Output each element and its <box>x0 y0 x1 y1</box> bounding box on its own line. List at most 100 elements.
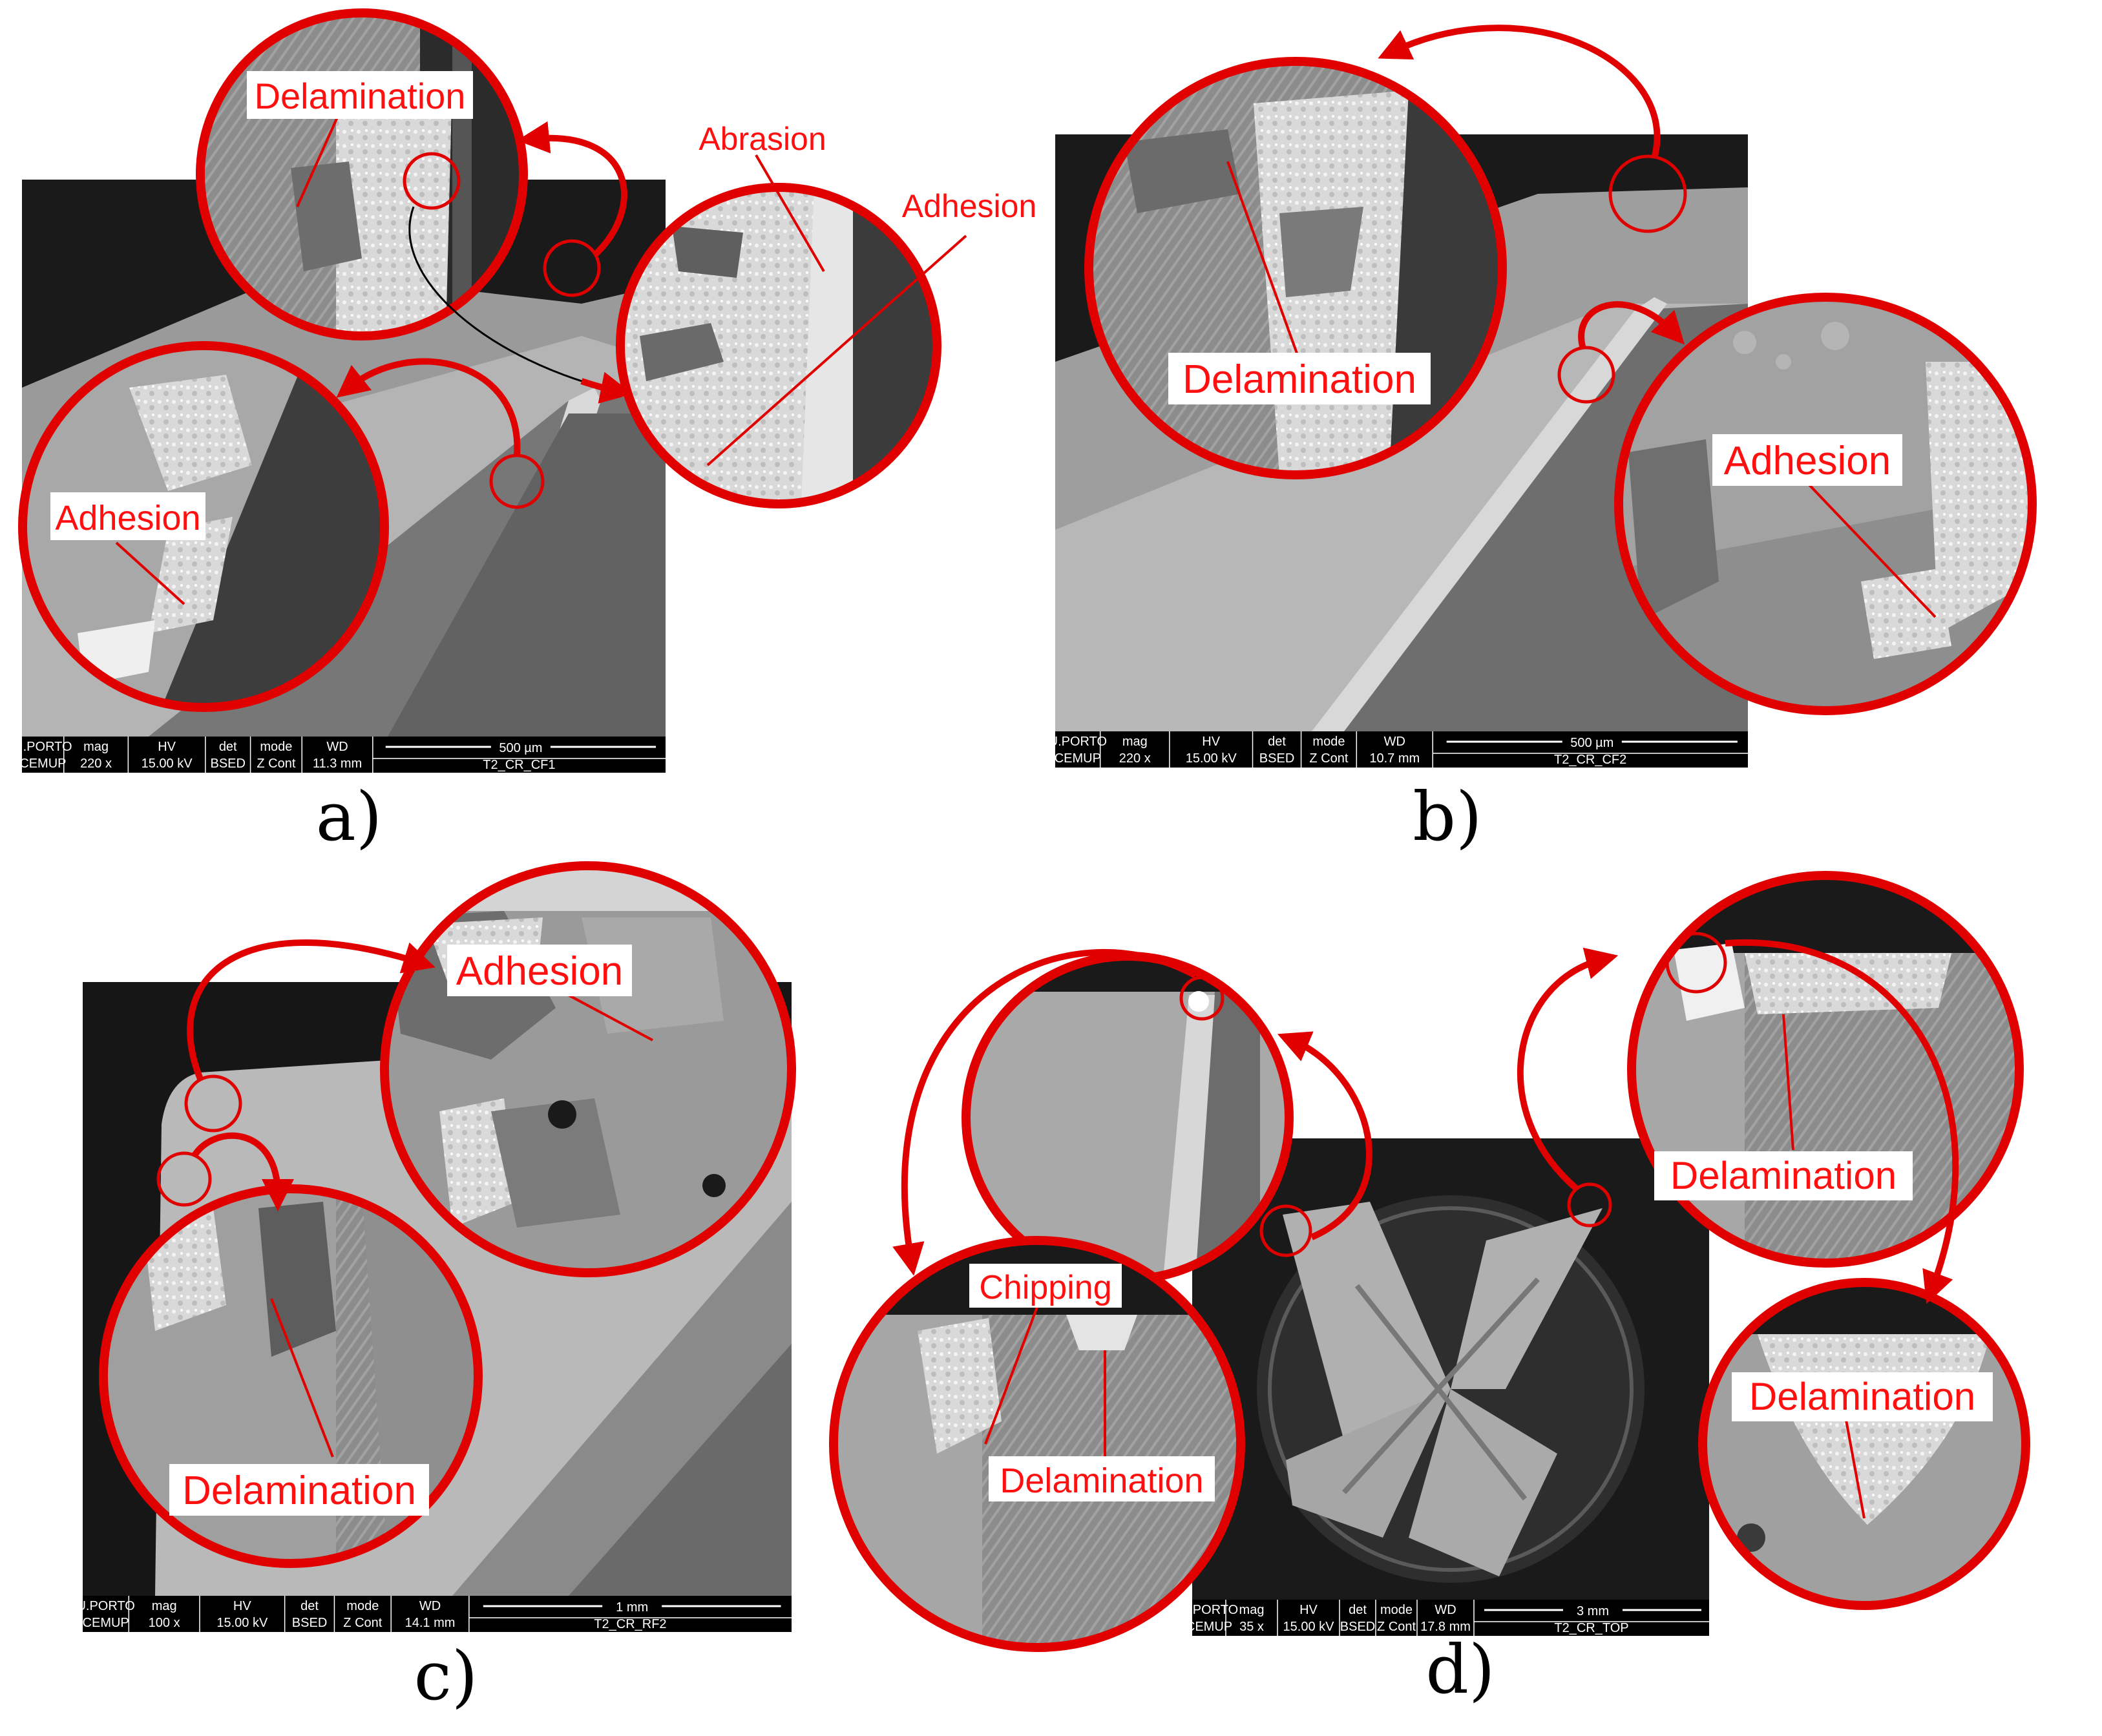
info-bar-header: mode <box>1312 735 1345 749</box>
scale-label-bg <box>490 739 551 755</box>
info-bar-header: det <box>1349 1603 1367 1617</box>
info-bar-value: BSED <box>1259 751 1294 766</box>
arrow-d1 <box>1277 1031 1372 1240</box>
label-box-a-adhesion-left <box>50 492 205 540</box>
info-bar-value: 11.3 mm <box>313 757 362 771</box>
info-bar-bg <box>1055 731 1748 768</box>
info-bar-header: mag <box>1239 1603 1265 1617</box>
info-bar-value: Z Cont <box>1377 1620 1416 1634</box>
label-box-c-adhesion <box>447 945 632 996</box>
source-mark-c2 <box>156 1151 212 1207</box>
inset-b-adhesion <box>1614 293 2037 715</box>
source-mark-d1 <box>1259 1204 1312 1257</box>
leader-b-adhesion <box>1802 477 1937 618</box>
info-bar-value: 220 x <box>80 757 112 771</box>
info-bar-value: 15.00 kV <box>1283 1620 1335 1634</box>
info-bar-header: mode <box>1380 1603 1413 1617</box>
info-bar-bg <box>83 1596 792 1632</box>
scale-label: 500 µm <box>499 741 542 755</box>
annotation-a-abrasion: Abrasion <box>699 121 826 157</box>
inset-d-bottom-right <box>1698 1278 2030 1610</box>
arrow-b1 <box>1378 25 1661 160</box>
source-mark-d2 <box>1567 1182 1612 1228</box>
info-bar-value: Z Cont <box>1309 751 1348 766</box>
source-mark-d4 <box>1665 932 1727 994</box>
panel-label-b: b) <box>1413 777 1482 856</box>
info-bar-header: mode <box>260 740 292 754</box>
inset-a-abrasion-adhesion <box>616 183 941 508</box>
arrow-d2 <box>892 948 1197 1276</box>
inset-c-adhesion <box>380 861 796 1277</box>
arrow-a3 <box>336 358 521 456</box>
annotation-a-delamination: Delamination <box>255 76 466 116</box>
label-box-d-delamination-topright <box>1654 1151 1913 1200</box>
scale-label-bg <box>1563 1602 1623 1618</box>
annotation-d-delamination-lower: Delamination <box>1000 1461 1203 1500</box>
info-bar-value: CEMUP <box>19 757 66 771</box>
info-bar-header: WD <box>1384 735 1405 749</box>
leader-a-adhesion-right <box>706 235 967 466</box>
label-box-a-delamination <box>247 71 473 119</box>
info-bar-value: BSED <box>1340 1620 1375 1634</box>
label-box-b-adhesion <box>1712 434 1902 486</box>
info-bar-bg <box>22 737 666 773</box>
info-bar-value: 17.8 mm <box>1420 1620 1471 1634</box>
scale-label-bg <box>1562 734 1622 749</box>
arrow-b2 <box>1578 301 1685 350</box>
info-bar-header: mag <box>152 1599 177 1613</box>
leader-d-chipping <box>984 1298 1042 1445</box>
info-bar-header: det <box>219 740 237 754</box>
info-bar-value: Z Cont <box>257 757 295 771</box>
label-box-d-chipping <box>969 1264 1122 1308</box>
info-bar-value: 100 x <box>149 1616 180 1630</box>
leader-c-delamination <box>270 1298 334 1458</box>
info-bar-header: mag <box>1122 735 1148 749</box>
scale-label-bg <box>602 1598 662 1614</box>
info-bar-header: U.PORTO <box>14 740 72 754</box>
info-bar-header: U.PORTO <box>1180 1603 1238 1617</box>
label-box-b-delamination <box>1168 353 1431 404</box>
image-name: T2_CR_TOP <box>1554 1621 1628 1635</box>
annotation-d-delamination-bottomright: Delamination <box>1749 1375 1975 1418</box>
info-bar-header: HV <box>158 740 176 754</box>
annotation-b-adhesion: Adhesion <box>1724 439 1891 483</box>
arrow-a1 <box>517 121 627 258</box>
panel-label-d: d) <box>1425 1630 1495 1709</box>
leader-a-delamination <box>296 112 341 207</box>
info-bar-value: 220 x <box>1119 751 1151 766</box>
source-mark-a2 <box>543 239 601 297</box>
info-bar-header: det <box>300 1599 319 1613</box>
info-bar-header: HV <box>1202 735 1220 749</box>
info-bar-header: WD <box>419 1599 441 1613</box>
leader-d-delamination-topright <box>1782 1014 1794 1151</box>
info-bar-value: CEMUP <box>83 1616 129 1630</box>
arrow-c1 <box>187 939 436 1080</box>
arrow-a2 <box>408 206 618 392</box>
source-mark-b1 <box>1608 154 1687 233</box>
annotation-a-adhesion-left: Adhesion <box>55 499 200 538</box>
info-bar-value: 15.00 kV <box>216 1616 268 1630</box>
annotation-d-chipping: Chipping <box>979 1269 1111 1306</box>
info-bar-header: U.PORTO <box>1049 735 1107 749</box>
leader-a-adhesion-left <box>115 541 185 605</box>
info-bar-value: 14.1 mm <box>405 1616 456 1630</box>
info-bar-value: BSED <box>210 757 245 771</box>
info-bar-header: HV <box>233 1599 251 1613</box>
inset-a-delamination <box>196 8 528 340</box>
annotation-a-adhesion-right: Adhesion <box>902 188 1037 224</box>
source-mark-d3 <box>1179 976 1224 1021</box>
info-bar-value: CEMUP <box>1186 1620 1232 1634</box>
info-bar-header: mag <box>83 740 109 754</box>
annotation-c-delamination: Delamination <box>182 1469 416 1513</box>
info-bar-header: det <box>1268 735 1286 749</box>
arrow-c2 <box>191 1132 294 1211</box>
source-mark-c1 <box>184 1074 242 1133</box>
info-bar-value: BSED <box>292 1616 327 1630</box>
